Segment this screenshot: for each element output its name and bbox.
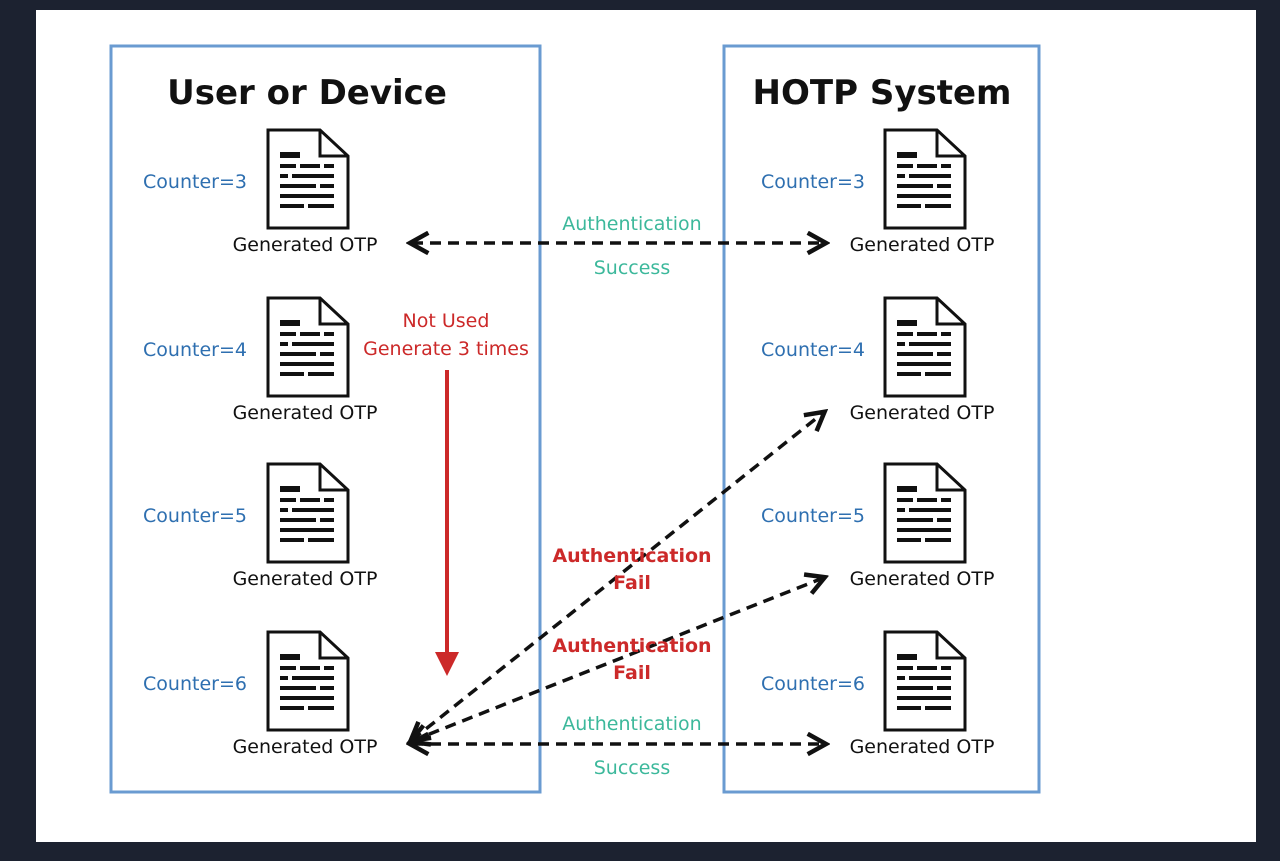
link-label-line-1: Authentication [562, 713, 701, 735]
counter-label: Counter=3 [761, 171, 865, 193]
counter-label: Counter=4 [761, 339, 865, 361]
left-item-counter-5: Counter=5 Generated OTP [143, 462, 378, 590]
document-icon [266, 296, 350, 398]
document-icon [266, 462, 350, 564]
link-success-bottom: Authentication Success [412, 713, 824, 779]
counter-label: Counter=3 [143, 171, 247, 193]
otp-label: Generated OTP [233, 234, 378, 256]
document-icon [883, 128, 967, 230]
otp-label: Generated OTP [233, 568, 378, 590]
counter-label: Counter=6 [761, 673, 865, 695]
document-icon [266, 630, 350, 732]
otp-label: Generated OTP [850, 402, 995, 424]
panel-hotp-system: HOTP System Counter=3 Generated OTP Coun… [722, 44, 1041, 794]
link-label-line-2: Fail [613, 662, 651, 684]
document-icon [883, 630, 967, 732]
link-label-line-1: Authentication [562, 213, 701, 235]
link-label-line-1: Authentication [552, 545, 711, 567]
document-icon [266, 128, 350, 230]
dashed-double-arrow [412, 578, 823, 741]
otp-label: Generated OTP [233, 402, 378, 424]
panel-title-left: User or Device [167, 73, 447, 113]
link-label-line-2: Success [594, 757, 670, 779]
note-line-2: Generate 3 times [363, 338, 529, 360]
right-item-counter-3: Counter=3 Generated OTP [761, 128, 995, 256]
otp-label: Generated OTP [850, 736, 995, 758]
counter-label: Counter=5 [143, 505, 247, 527]
left-item-counter-4: Counter=4 Generated OTP [143, 296, 378, 424]
counter-label: Counter=6 [143, 673, 247, 695]
link-label-line-2: Fail [613, 572, 651, 594]
counter-label: Counter=5 [761, 505, 865, 527]
link-success-top: Authentication Success [412, 213, 824, 279]
right-item-counter-4: Counter=4 Generated OTP [761, 296, 995, 424]
counter-label: Counter=4 [143, 339, 247, 361]
panel-user-or-device: User or Device Counter=3 Generated OTP C… [109, 44, 542, 794]
otp-label: Generated OTP [850, 234, 995, 256]
left-item-counter-6: Counter=6 Generated OTP [143, 630, 378, 758]
otp-label: Generated OTP [850, 568, 995, 590]
link-label-line-2: Success [594, 257, 670, 279]
link-fail-2: Authentication Fail [412, 578, 823, 741]
link-label-line-1: Authentication [552, 635, 711, 657]
left-item-counter-3: Counter=3 Generated OTP [143, 128, 378, 256]
document-icon [883, 462, 967, 564]
otp-label: Generated OTP [233, 736, 378, 758]
note-line-1: Not Used [403, 310, 490, 332]
document-icon [883, 296, 967, 398]
panel-title-right: HOTP System [753, 73, 1012, 113]
